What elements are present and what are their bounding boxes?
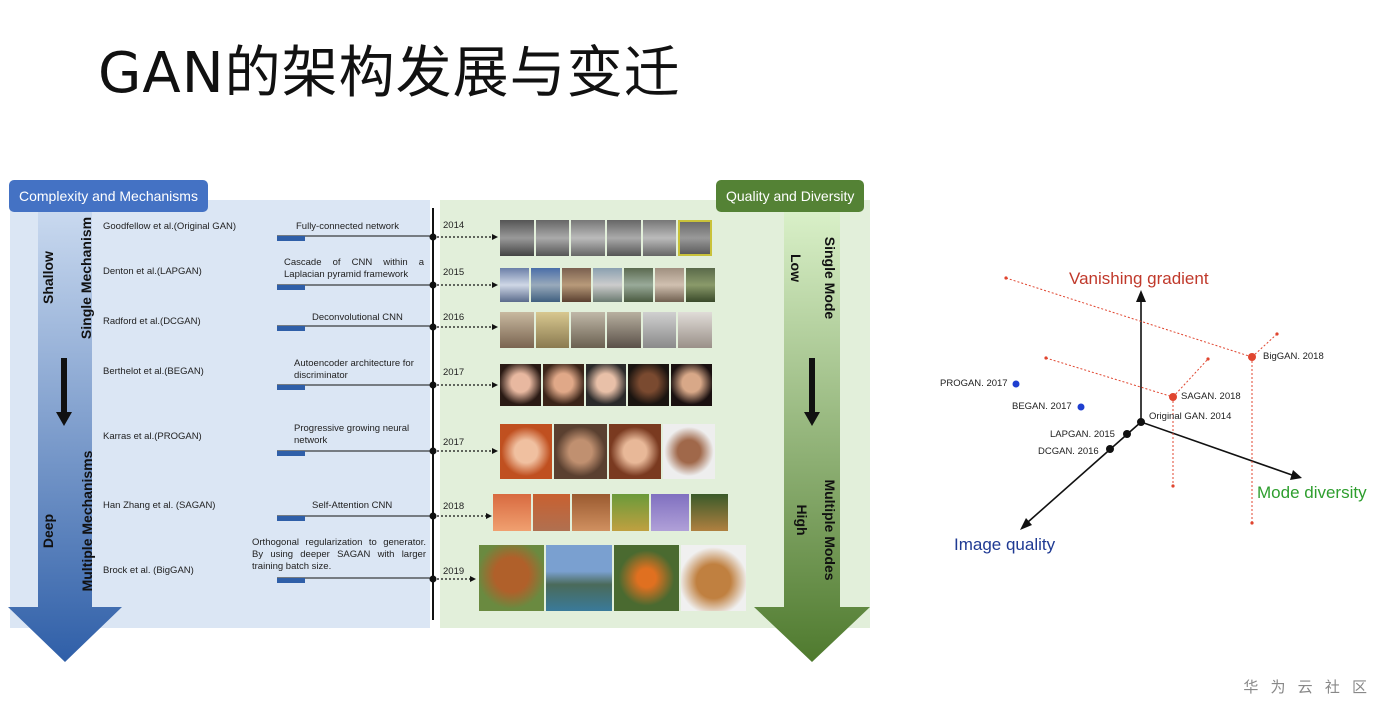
method-dcgan: Deconvolutional CNN [312, 312, 403, 323]
point-original-gan [1137, 418, 1145, 426]
year-2018: 2018 [443, 501, 465, 512]
point-progan [1012, 380, 1020, 388]
complexity-tag: Complexity and Mechanisms [9, 180, 208, 212]
author-began: Berthelot et al.(BEGAN) [103, 366, 204, 377]
year-2015: 2015 [443, 267, 465, 278]
original-gan-samples [500, 220, 713, 256]
point-biggan [1248, 353, 1256, 361]
sagan-samples [493, 494, 728, 531]
left-arrow-shape [8, 212, 122, 662]
biggan-samples [479, 545, 746, 611]
right-small-arrow [804, 358, 820, 426]
point-began [1077, 403, 1085, 411]
label-original-gan: Original GAN. 2014 [1149, 411, 1232, 422]
method-sagan: Self-Attention CNN [312, 500, 393, 511]
point-dcgan [1106, 445, 1114, 453]
progan-samples [500, 424, 715, 479]
method-original-gan: Fully-connected network [296, 221, 399, 232]
year-2017-began: 2017 [443, 367, 465, 378]
lapgan-samples [500, 268, 715, 302]
label-dcgan: DCGAN. 2016 [1038, 446, 1099, 457]
began-samples [500, 364, 712, 406]
right-arrow-shape [754, 212, 870, 662]
method-lapgan: Cascade of CNN within a Laplacian pyrami… [284, 257, 424, 280]
label-began: BEGAN. 2017 [1012, 401, 1072, 412]
method-progan: Progressive growing neural network [294, 423, 410, 446]
axis-image-quality: Image quality [954, 535, 1056, 554]
point-sagan [1169, 393, 1177, 401]
quality-tag: Quality and Diversity [716, 180, 865, 212]
author-sagan: Han Zhang et al. (SAGAN) [103, 500, 216, 511]
year-2016: 2016 [443, 312, 465, 323]
label-lapgan: LAPGAN. 2015 [1050, 429, 1115, 440]
axis-vanishing-gradient: Vanishing gradient [1069, 269, 1209, 288]
axis-mode-diversity: Mode diversity [1257, 483, 1367, 502]
method-biggan: Orthogonal regularization to generator. … [252, 537, 426, 572]
label-sagan: SAGAN. 2018 [1181, 391, 1241, 402]
year-2019: 2019 [443, 566, 465, 577]
author-progan: Karras et al.(PROGAN) [103, 431, 202, 442]
dcgan-samples [500, 312, 713, 348]
author-dcgan: Radford et al.(DCGAN) [103, 316, 201, 327]
left-small-arrow [56, 358, 72, 426]
page-title: GAN的架构发展与变迁 [98, 41, 681, 106]
year-2014: 2014 [443, 220, 465, 231]
year-2017-progan: 2017 [443, 437, 465, 448]
watermark: 华 为 云 社 区 [1243, 679, 1371, 696]
point-lapgan [1123, 430, 1131, 438]
author-biggan: Brock et al. (BigGAN) [103, 565, 194, 576]
author-original-gan: Goodfellow et al.(Original GAN) [103, 221, 237, 232]
author-lapgan: Denton et al.(LAPGAN) [103, 266, 202, 277]
label-progan: PROGAN. 2017 [940, 378, 1008, 389]
method-began: Autoencoder architecture for discriminat… [294, 358, 414, 381]
label-biggan: BigGAN. 2018 [1263, 351, 1324, 362]
